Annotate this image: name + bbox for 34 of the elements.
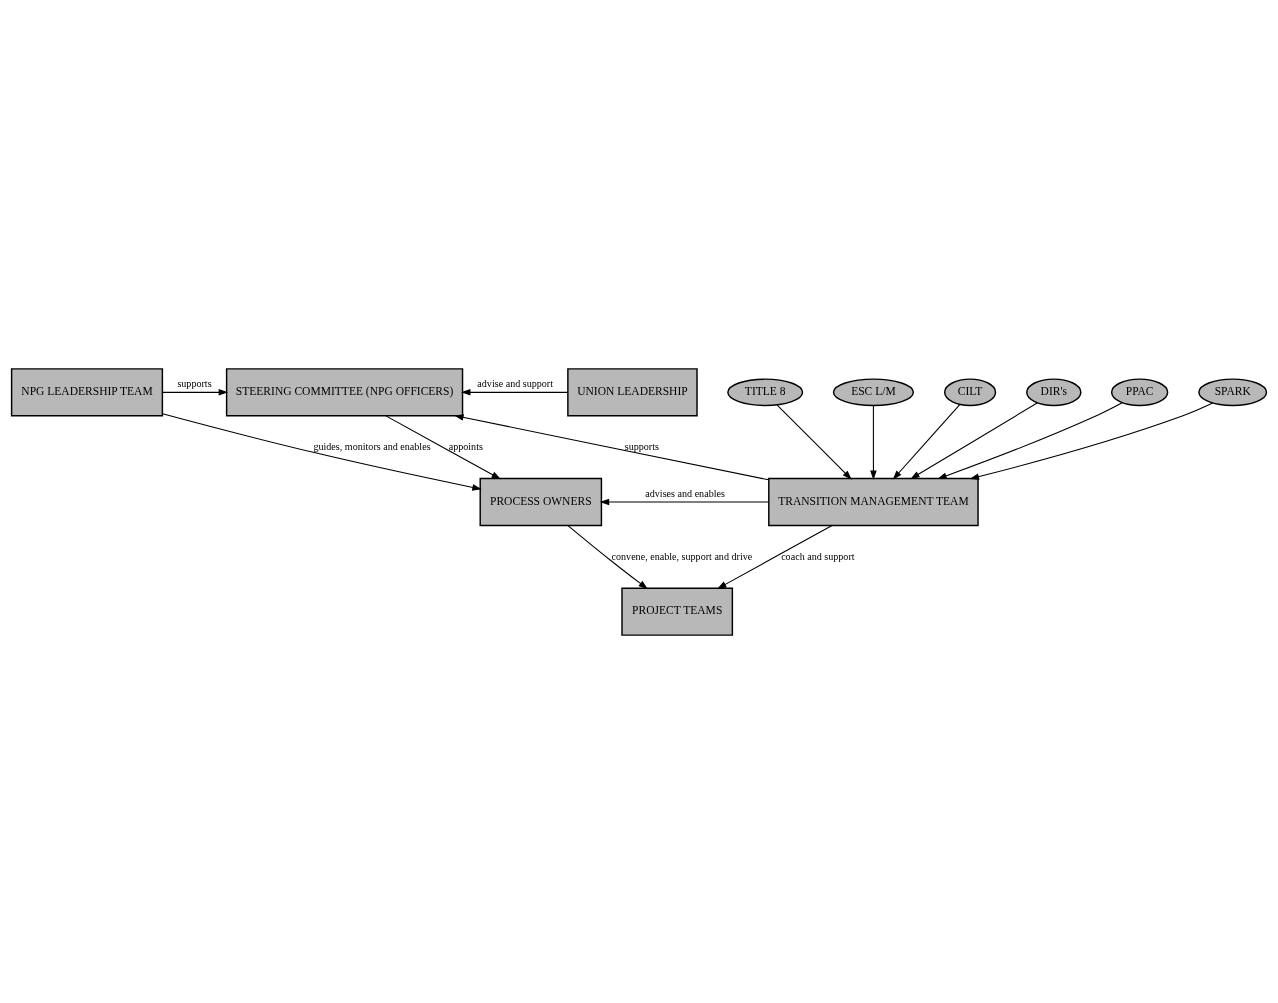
node-ellipse: TITLE 8 (727, 377, 804, 406)
node-box: TRANSITION MANAGEMENT TEAM (768, 477, 979, 526)
node-box: STEERING COMMITTEE (NPG OFFICERS) (225, 367, 464, 416)
node-box: UNION LEADERSHIP (567, 367, 698, 416)
edge-label: advises and enables (645, 487, 725, 499)
edge-label: convene, enable, support and drive (611, 550, 753, 561)
node-ellipse: DIR's (1026, 377, 1082, 406)
arrow (567, 524, 648, 589)
node-box: PROCESS OWNERS (479, 477, 603, 526)
arrow (892, 403, 961, 480)
arrow (937, 401, 1123, 479)
arrow (461, 388, 569, 396)
node-box: NPG LEADERSHIP TEAM (10, 367, 164, 416)
node-ellipse: PPAC (1110, 377, 1169, 406)
arrow (717, 524, 833, 589)
edge-label: supports (177, 377, 212, 389)
node-ellipse: ESC L/M (832, 377, 915, 406)
arrow (776, 404, 852, 480)
arrow (385, 414, 501, 479)
node-ellipse: CILT (944, 377, 997, 406)
arrow (969, 402, 1214, 480)
arrow (870, 404, 877, 480)
arrow (162, 388, 229, 396)
arrow (162, 412, 482, 491)
node-box: PROJECT TEAMS (621, 587, 734, 636)
edge-label: advise and support (477, 377, 554, 389)
arrow (910, 402, 1038, 479)
edge-label: guides, monitors and enables (313, 440, 431, 452)
edge-label: supports (624, 440, 659, 452)
edge-label: appoints (448, 440, 483, 452)
node-ellipse: SPARK (1198, 377, 1268, 406)
edge-label: coach and support (781, 550, 855, 561)
arrow (599, 498, 770, 505)
arrow (454, 413, 770, 480)
